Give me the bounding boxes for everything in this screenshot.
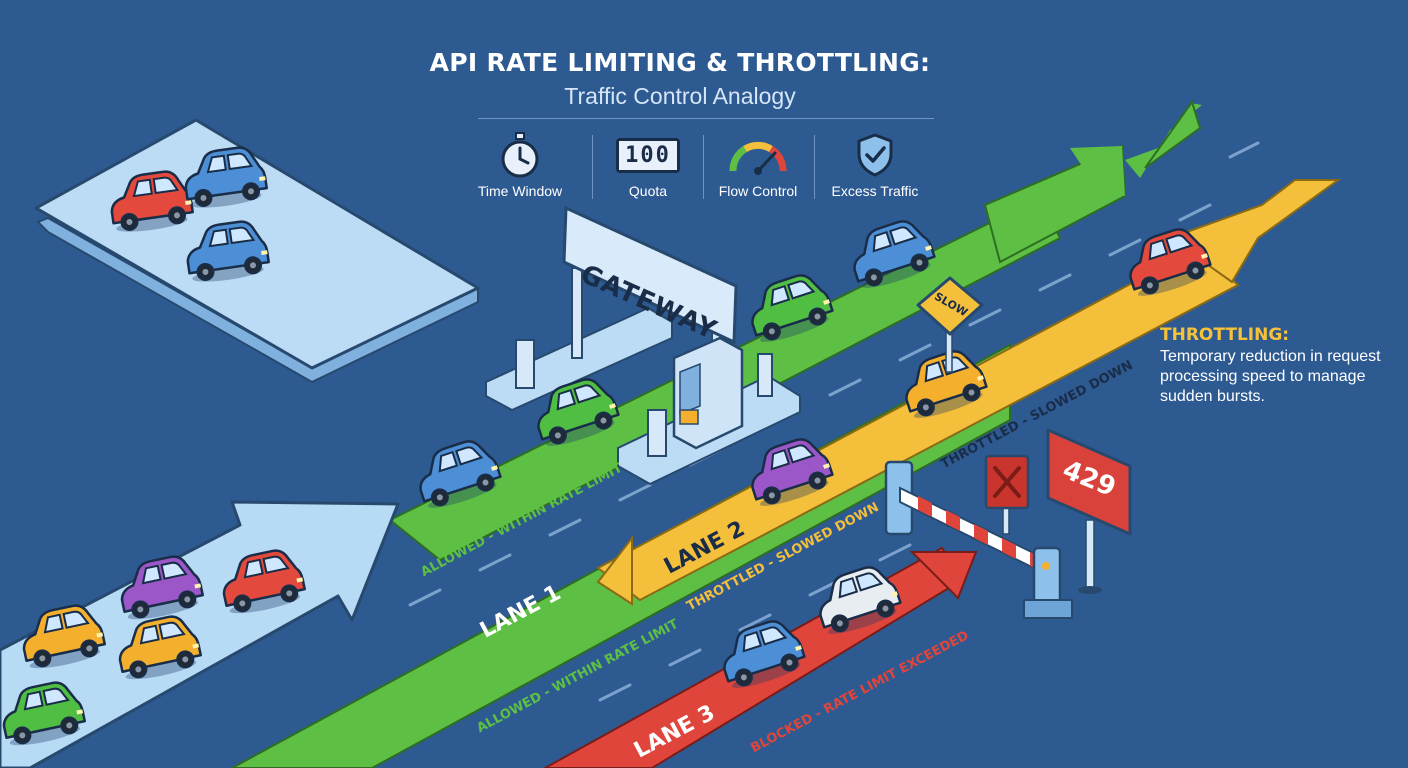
rate-limit-barrier — [884, 454, 1073, 619]
lane-markings — [408, 141, 1260, 702]
legend-excess-traffic: Excess Traffic — [815, 130, 935, 199]
throttling-note: THROTTLING: Temporary reduction in reque… — [1160, 325, 1395, 407]
legend-divider — [592, 135, 593, 199]
legend-quota: 100 Quota — [588, 130, 708, 199]
legend-divider — [814, 135, 815, 199]
diagram-subtitle: Traffic Control Analogy — [564, 83, 796, 109]
legend-label: Excess Traffic — [831, 183, 919, 199]
legend-time-window: Time Window — [460, 130, 580, 199]
lane-2-band — [596, 179, 1342, 606]
quota-counter: 100 — [619, 140, 677, 170]
status-429-sign — [1046, 428, 1132, 594]
legend-label: Quota — [628, 183, 668, 199]
request-queue-platform — [34, 118, 480, 384]
diagram-title: API RATE LIMITING & THROTTLING: — [429, 48, 931, 77]
legend-flow-control: Flow Control — [698, 130, 818, 199]
legend-label: Flow Control — [718, 183, 798, 199]
title-block: API RATE LIMITING & THROTTLING: Traffic … — [380, 48, 980, 110]
counter-icon: 100 — [588, 130, 708, 180]
stopwatch-icon — [460, 130, 580, 180]
gateway-structure — [485, 205, 801, 486]
car — [809, 559, 906, 641]
throttling-note-text: Temporary reduction in request processin… — [1160, 348, 1381, 405]
slow-sign — [916, 276, 984, 373]
gauge-icon — [698, 130, 818, 180]
incoming-traffic-arrow — [0, 500, 400, 768]
shield-check-icon — [815, 130, 935, 180]
legend-divider — [703, 135, 704, 199]
legend-label: Time Window — [477, 183, 563, 199]
throttling-note-title: THROTTLING: — [1160, 325, 1290, 345]
title-divider — [478, 118, 934, 119]
